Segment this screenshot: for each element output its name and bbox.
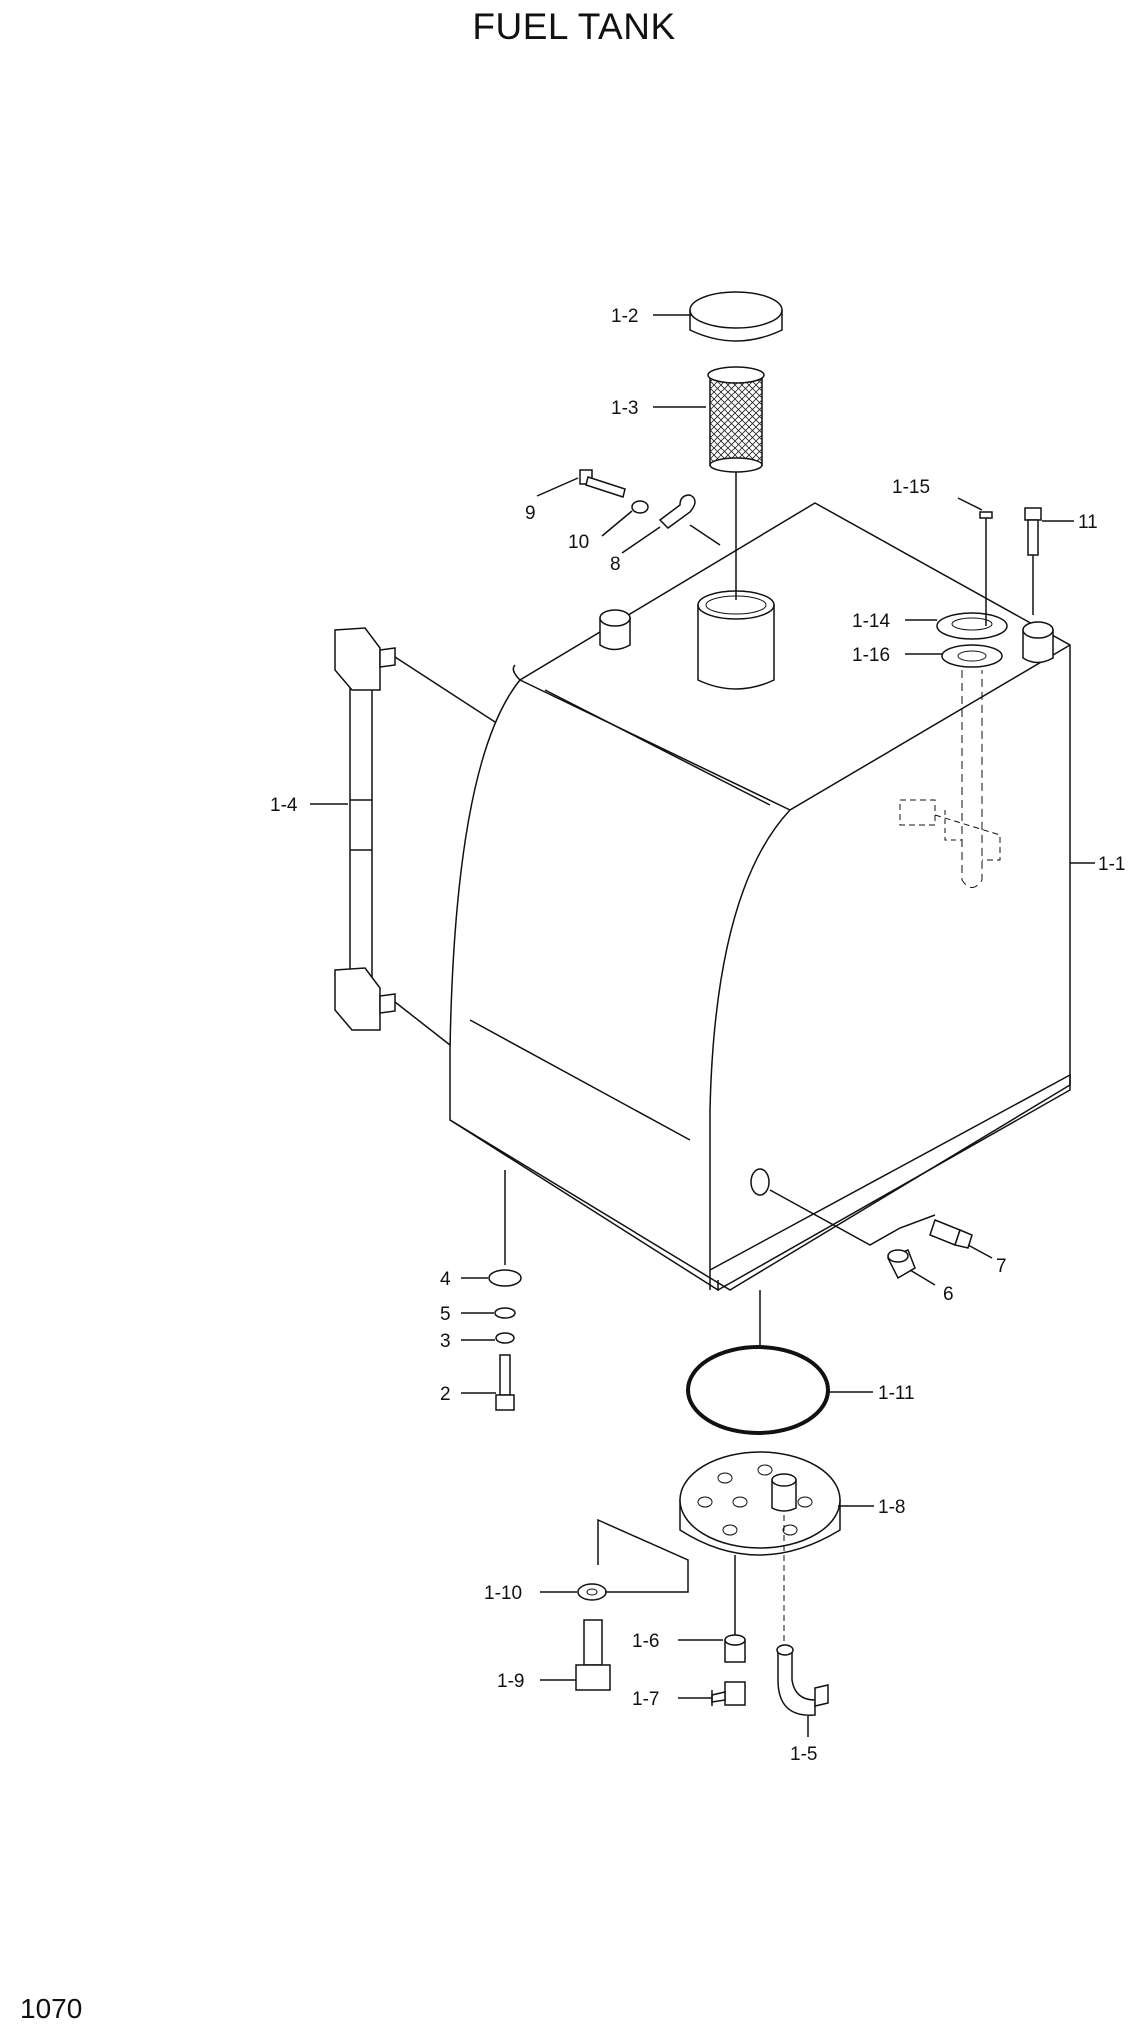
filler-cap [689,291,783,342]
leader-lines [310,314,1095,1737]
part-labels: 1-2 1-3 9 10 8 1-15 11 1-14 1-16 1-4 1-1… [270,306,1125,1765]
washer-4 [488,1269,522,1287]
bolt-2 [495,1354,515,1411]
label-11: 11 [1078,512,1098,533]
label-9: 9 [525,503,536,524]
label-7: 7 [996,1256,1007,1277]
label-3: 3 [440,1331,451,1352]
label-5: 5 [440,1304,451,1325]
lockwasher-3 [495,1332,515,1344]
washer-5 [494,1307,516,1319]
washer-1-10 [577,1583,607,1601]
label-1-15: 1-15 [892,477,930,498]
label-1-6: 1-6 [632,1631,659,1652]
label-6: 6 [943,1284,954,1305]
label-1-2: 1-2 [611,306,638,327]
label-1-14: 1-14 [852,611,890,632]
adapter-1-9 [575,1619,611,1691]
drain-cock-1-7 [711,1681,746,1706]
strainer [707,366,765,600]
bolt-9 [579,469,626,498]
label-1-4: 1-4 [270,795,298,816]
clamp-8 [658,494,721,546]
bolt-11 [1024,507,1042,615]
o-ring [686,1345,830,1435]
fitting-7 [929,1219,973,1249]
label-1-8: 1-8 [878,1497,905,1518]
label-4: 4 [440,1269,451,1290]
page-title: FUEL TANK [472,6,676,47]
fuel-tank-body [449,502,1071,1292]
label-10: 10 [568,532,589,553]
elbow-1-5 [776,1644,829,1716]
label-1-16: 1-16 [852,645,890,666]
plug-6 [886,1249,916,1280]
label-1-5: 1-5 [790,1744,817,1765]
label-1-9: 1-9 [497,1671,524,1692]
screw-1-15 [979,511,993,626]
label-2: 2 [440,1384,451,1405]
cover-plate [679,1451,841,1645]
label-1-1: 1-1 [1098,854,1125,875]
label-1-7: 1-7 [632,1689,659,1710]
label-1-11: 1-11 [878,1383,915,1404]
page-number: 1070 [20,1993,83,2024]
label-8: 8 [610,554,621,575]
level-gauge [334,627,496,1046]
label-1-3: 1-3 [611,398,638,419]
drain-hole [750,1168,770,1196]
washer-10 [631,500,649,514]
label-1-10: 1-10 [484,1583,522,1604]
connector-1-6 [724,1634,746,1663]
